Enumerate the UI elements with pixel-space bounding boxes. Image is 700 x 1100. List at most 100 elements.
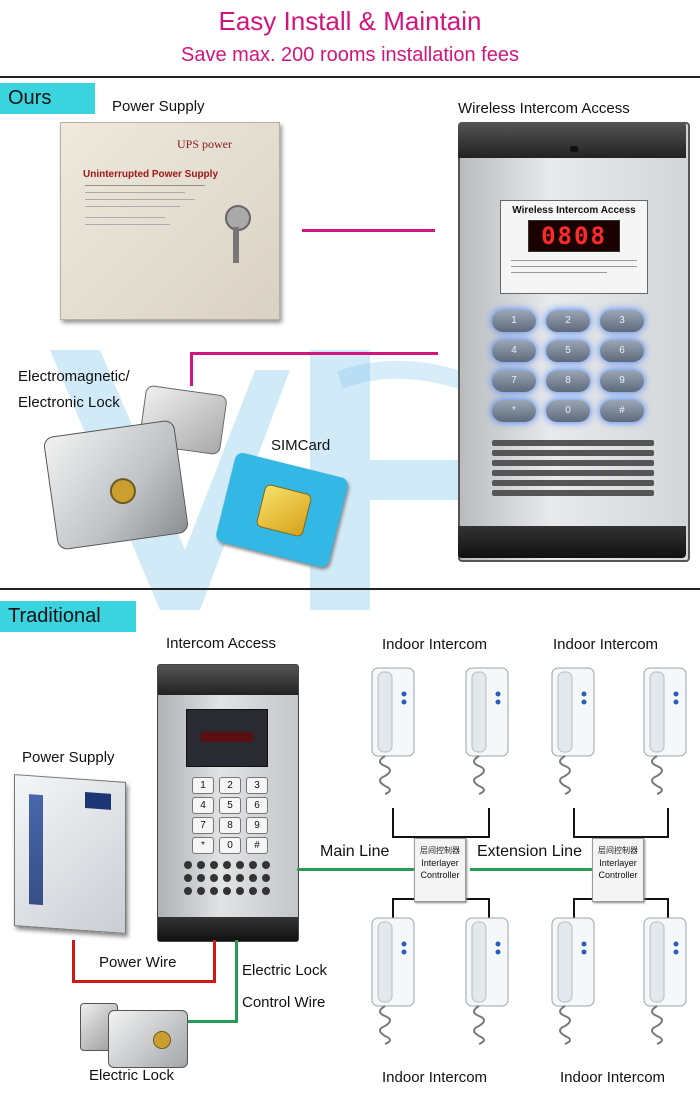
- electronic-lock-body: [42, 419, 190, 551]
- trad-panel-top: [158, 665, 298, 695]
- controller-line1: Interlayer: [421, 858, 459, 868]
- keypad-key[interactable]: 0: [546, 400, 590, 422]
- grille-hole: [197, 874, 205, 882]
- panel-led-display: 0808: [528, 220, 620, 252]
- ours-wireless-label: Wireless Intercom Access: [458, 100, 630, 117]
- wire-tl2: [488, 808, 490, 838]
- indoor-phone-svg: [643, 667, 687, 795]
- interlayer-controller-left: 层间控制器 Interlayer Controller: [414, 838, 466, 902]
- controller-line1: Interlayer: [599, 858, 637, 868]
- indoor-phone-icon: [368, 916, 422, 1045]
- trad-keypad-key[interactable]: #: [246, 837, 268, 854]
- keypad-key[interactable]: 9: [600, 370, 644, 392]
- keypad-key[interactable]: 4: [492, 340, 536, 362]
- panel-top-cap: [458, 122, 686, 158]
- grille-hole: [184, 887, 192, 895]
- grille-hole: [236, 861, 244, 869]
- lock-control-label-line1: Electric Lock: [242, 962, 328, 979]
- indoor-phone-icon: [548, 916, 602, 1045]
- grille-hole: [197, 861, 205, 869]
- lock-cylinder-icon: [108, 476, 138, 506]
- ups-brand-text: UPS power: [177, 137, 233, 151]
- controller-cn-text: 层间控制器: [420, 846, 460, 855]
- wire-tr1: [573, 808, 575, 838]
- grille-hole: [249, 861, 257, 869]
- lock-control-label-line2: Control Wire: [242, 994, 326, 1011]
- grille-hole: [223, 861, 231, 869]
- connector-lock-drop: [190, 352, 193, 386]
- ups-spec-lines: [85, 185, 205, 226]
- trad-keypad-key[interactable]: 5: [219, 797, 241, 814]
- grille-hole: [249, 874, 257, 882]
- indoor-label-bottom-right: Indoor Intercom: [560, 1069, 666, 1086]
- trad-lock-cylinder-icon: [153, 1031, 171, 1049]
- keypad-key[interactable]: *: [492, 400, 536, 422]
- trad-power-supply-box: [14, 774, 126, 934]
- grille-hole: [223, 887, 231, 895]
- keypad-key[interactable]: 3: [600, 310, 644, 332]
- trad-keypad-key[interactable]: 7: [192, 817, 214, 834]
- controller-line2: Controller: [420, 870, 460, 880]
- trad-intercom-access-label: Intercom Access: [166, 635, 277, 652]
- trad-panel-bottom: [158, 917, 298, 941]
- wire-br1: [573, 898, 575, 920]
- grille-hole: [249, 887, 257, 895]
- lock-label-line1: Electromagnetic/: [18, 368, 130, 385]
- power-wire-right: [213, 940, 216, 983]
- grille-hole: [184, 874, 192, 882]
- divider-middle: [0, 588, 700, 590]
- trad-keypad-key[interactable]: 6: [246, 797, 268, 814]
- panel-screen-title: Wireless Intercom Access: [512, 205, 636, 216]
- trad-keypad-key[interactable]: 8: [219, 817, 241, 834]
- keypad-key[interactable]: #: [600, 400, 644, 422]
- indoor-label-bottom-left: Indoor Intercom: [382, 1069, 488, 1086]
- indoor-phone-svg: [465, 667, 509, 795]
- sim-chip-icon: [255, 483, 313, 538]
- lock-wire-horizontal: [182, 1020, 238, 1023]
- power-wire-label: Power Wire: [99, 954, 177, 971]
- indoor-phone-svg: [371, 917, 415, 1045]
- key-icon: [233, 227, 239, 263]
- grille-hole: [236, 887, 244, 895]
- wire-top-left-h: [392, 836, 490, 838]
- trad-keypad-key[interactable]: 4: [192, 797, 214, 814]
- simcard-label: SIMCard: [271, 437, 331, 454]
- keypad-key[interactable]: 6: [600, 340, 644, 362]
- keypad-key[interactable]: 5: [546, 340, 590, 362]
- keypad-key[interactable]: 7: [492, 370, 536, 392]
- indoor-phone-icon: [368, 666, 422, 795]
- trad-power-supply-label: Power Supply: [22, 749, 115, 766]
- trad-speaker-grille: [184, 861, 274, 901]
- trad-keypad-key[interactable]: 1: [192, 777, 214, 794]
- grille-hole: [262, 861, 270, 869]
- camera-icon: [570, 146, 578, 152]
- ours-power-supply-label: Power Supply: [112, 98, 205, 115]
- main-line-wire: [297, 868, 415, 871]
- trad-panel-screen: [186, 709, 268, 767]
- indoor-phone-svg: [371, 667, 415, 795]
- panel-bottom-cap: [458, 526, 686, 558]
- panel-screen: Wireless Intercom Access 0808: [500, 200, 648, 294]
- indoor-phone-icon: [548, 666, 602, 795]
- keypad-key[interactable]: 2: [546, 310, 590, 332]
- lock-label-line2: Electronic Lock: [18, 394, 120, 411]
- trad-keypad-key[interactable]: 0: [219, 837, 241, 854]
- indoor-phone-icon: [640, 666, 694, 795]
- indoor-phone-icon: [462, 916, 516, 1045]
- keypad-key[interactable]: 8: [546, 370, 590, 392]
- extension-line-wire: [470, 868, 592, 871]
- controller-cn-text: 层间控制器: [598, 846, 638, 855]
- wire-br2: [667, 898, 669, 920]
- grille-hole: [262, 874, 270, 882]
- indoor-phone-icon: [462, 666, 516, 795]
- keypad-key[interactable]: 1: [492, 310, 536, 332]
- trad-keypad-key[interactable]: 2: [219, 777, 241, 794]
- trad-keypad-key[interactable]: 3: [246, 777, 268, 794]
- trad-keypad-key[interactable]: 9: [246, 817, 268, 834]
- grille-hole: [262, 887, 270, 895]
- trad-keypad-key[interactable]: *: [192, 837, 214, 854]
- grille-hole: [184, 861, 192, 869]
- section-tag-traditional: Traditional: [0, 601, 136, 632]
- trad-power-brand-mark: [85, 792, 111, 810]
